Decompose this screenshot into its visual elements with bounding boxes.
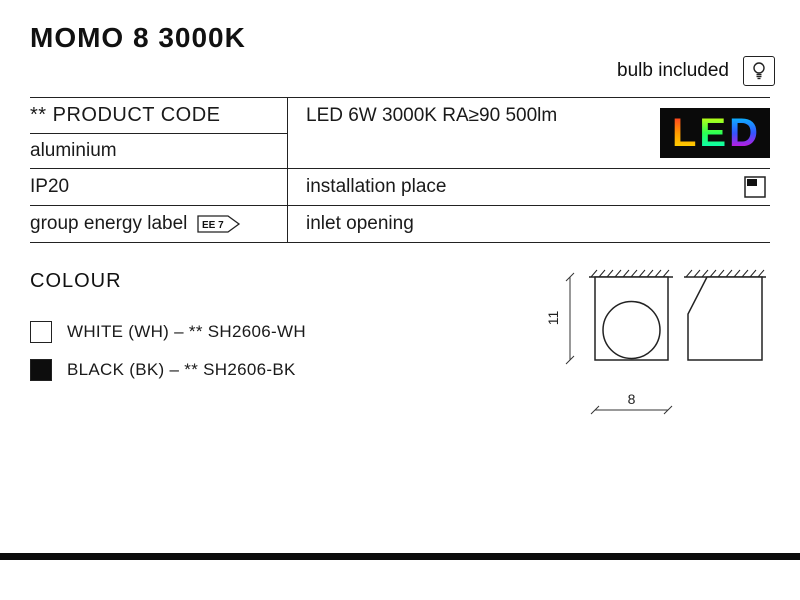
lamp-front-circle <box>602 300 661 360</box>
ceiling-installation-icon <box>744 176 766 198</box>
led-spec-text: LED 6W 3000K RA≥90 500lm <box>306 105 558 126</box>
colour-section: COLOUR WHITE (WH) – ** SH2606-WH BLACK (… <box>30 270 306 397</box>
inlet-opening-cell: inlet opening <box>287 206 770 243</box>
colour-option-white: WHITE (WH) – ** SH2606-WH <box>30 321 306 343</box>
led-logo: L E D <box>660 108 770 158</box>
product-code-label: ** PRODUCT CODE <box>30 98 287 134</box>
hatch-marks <box>590 269 670 278</box>
page-title: MOMO 8 3000K <box>30 22 246 53</box>
energy-label-text: group energy label <box>30 213 188 234</box>
width-dimension-label: 8 <box>628 391 636 407</box>
energy-label-cell: group energy label EE 7 <box>30 206 287 243</box>
ip-rating-value: IP20 <box>30 169 287 206</box>
bulb-icon <box>743 56 775 86</box>
footer-bar <box>0 553 800 560</box>
black-swatch <box>30 359 52 381</box>
colour-heading: COLOUR <box>30 270 122 292</box>
energy-badge-text: EE 7 <box>202 220 224 231</box>
led-spec-cell: LED 6W 3000K RA≥90 500lm L E D <box>287 98 770 169</box>
black-option-label: BLACK (BK) – ** SH2606-BK <box>67 360 296 379</box>
lightbulb-glyph <box>753 62 765 80</box>
material-value: aluminium <box>30 134 287 169</box>
white-swatch <box>30 321 52 343</box>
energy-label-icon: EE 7 <box>197 215 241 233</box>
hatch-marks <box>685 269 765 278</box>
led-logo-letter: E <box>699 111 727 155</box>
technical-drawing: 11 8 <box>545 269 766 415</box>
installation-place-label: installation place <box>306 176 447 197</box>
spec-table: ** PRODUCT CODE LED 6W 3000K RA≥90 500lm… <box>30 97 770 243</box>
bulb-included-row: bulb included <box>617 56 775 86</box>
height-dimension-label: 11 <box>545 311 561 326</box>
bulb-included-label: bulb included <box>617 60 729 81</box>
led-logo-letter: L <box>671 111 697 155</box>
lamp-side-view <box>687 276 763 361</box>
colour-option-black: BLACK (BK) – ** SH2606-BK <box>30 359 306 381</box>
white-option-label: WHITE (WH) – ** SH2606-WH <box>67 322 306 341</box>
installation-place-cell: installation place <box>287 169 770 206</box>
led-logo-letter: D <box>729 111 758 155</box>
